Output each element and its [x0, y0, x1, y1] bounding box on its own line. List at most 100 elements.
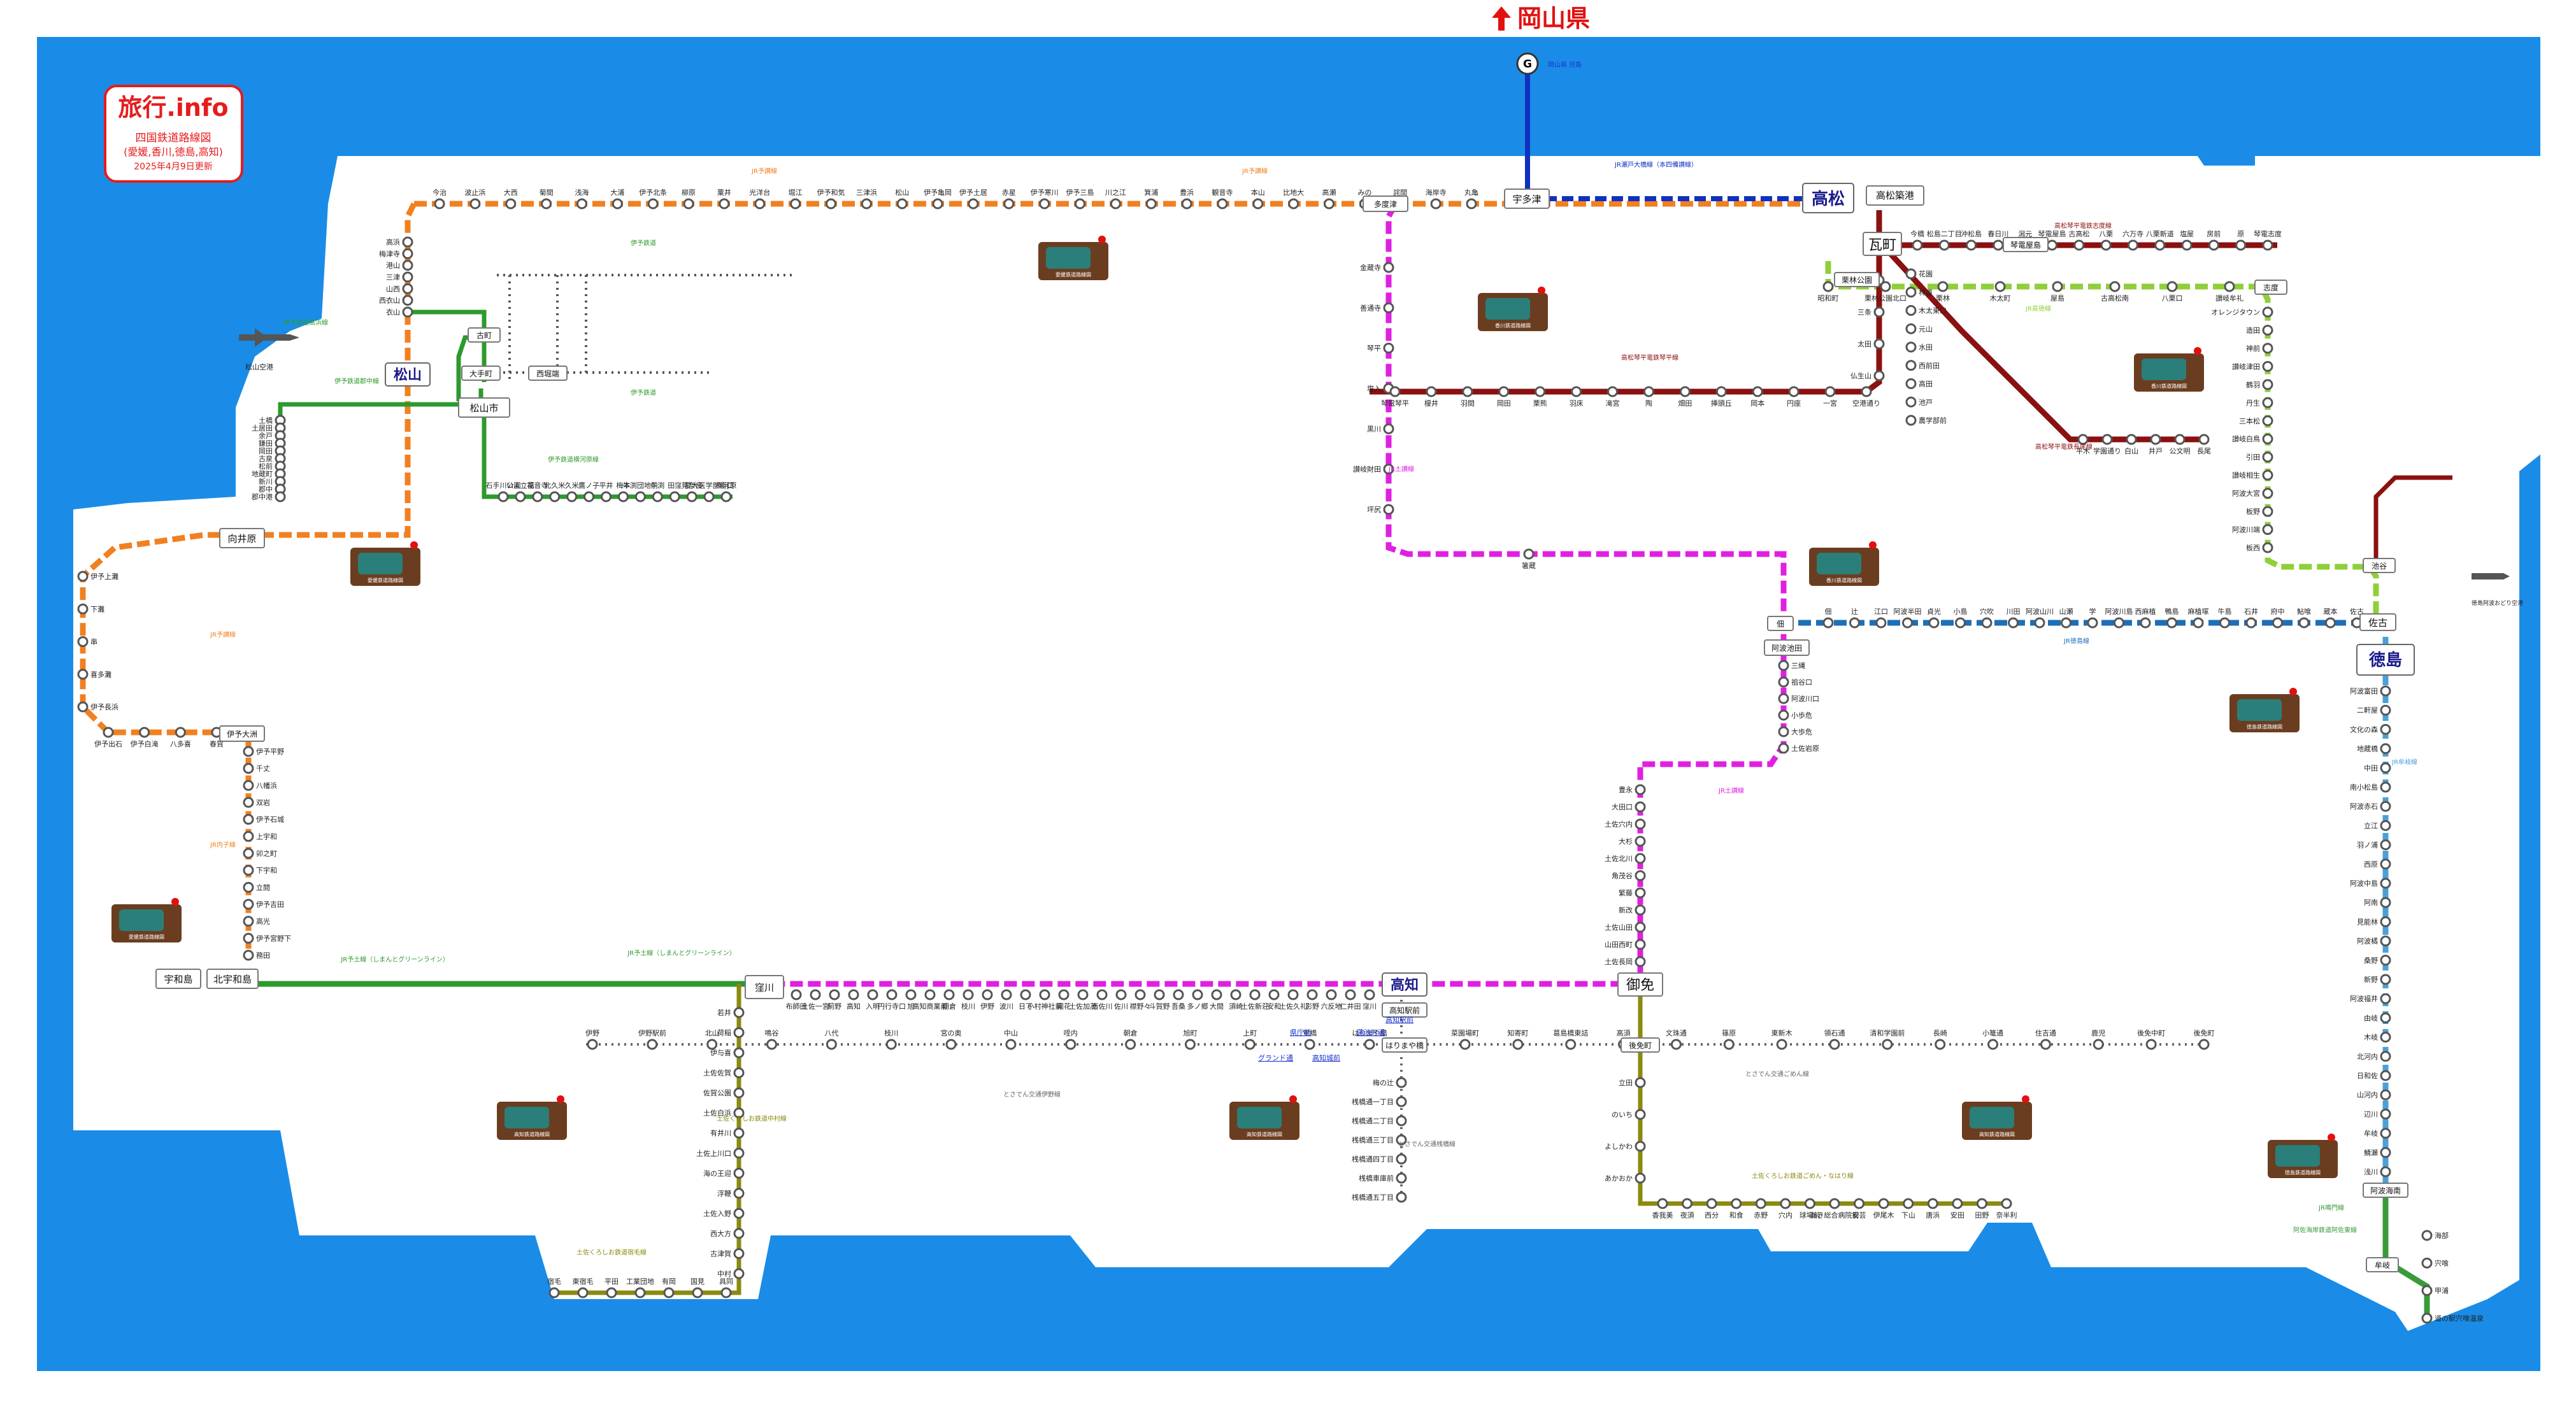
station-dot-tokushima_line_stations-18[interactable]	[1875, 617, 1887, 629]
station-dot-mugi_stations-1[interactable]	[2380, 704, 2391, 716]
station-dot-kotoden_shido_stations-10[interactable]	[2181, 239, 2193, 251]
station-dot-kotoden_nagao_stations-3[interactable]	[1905, 323, 1917, 334]
station-harimayabashi[interactable]: はりまや橋	[1382, 1037, 1428, 1053]
railway-map-badge[interactable]: 香川鉄道路線図	[1809, 541, 1879, 586]
station-dot-iyotetsu_yokogawara-1[interactable]	[515, 491, 526, 502]
station-dot-dosan_stations_d-4[interactable]	[1635, 853, 1646, 864]
station-dot-kotoden_kotohira_stations_b-7[interactable]	[1607, 386, 1619, 397]
station-dot-yosan_north_stations-15[interactable]	[968, 198, 979, 210]
station-dot-kotoden_nagao_stations-1[interactable]	[1905, 287, 1917, 298]
station-dot-kotoden_nagao_stations-2[interactable]	[1905, 305, 1917, 316]
station-dot-tosaden_ino-13[interactable]	[1364, 1039, 1375, 1050]
station-dot-yosan_north_stations-1[interactable]	[469, 198, 481, 210]
station-dot-kotoku_stations-5[interactable]	[2109, 281, 2121, 292]
station-dot-iyotetsu_yokogawara-7[interactable]	[617, 491, 629, 502]
station-dot-gomen_nahari_b-4[interactable]	[1755, 1198, 1766, 1209]
station-dot-gomen_nahari_b-12[interactable]	[1952, 1198, 1963, 1209]
station-dot-yosan_north_stations-3[interactable]	[541, 198, 552, 210]
station-dot-dosan_stations_e-24[interactable]	[1249, 989, 1261, 1000]
station-dot-kotoden_nagao_stations-8[interactable]	[1905, 415, 1917, 426]
station-uwajima[interactable]: 宇和島	[155, 969, 201, 989]
station-dot-tokushima_line_stations-1[interactable]	[2325, 617, 2336, 629]
station-dot-kotoku_stations-7[interactable]	[2224, 281, 2235, 292]
station-dot-dosan_stations_e-28[interactable]	[1326, 989, 1337, 1000]
station-dot-tosaden_ino-8[interactable]	[1065, 1039, 1077, 1050]
station-dot-yosan_north_stations-17[interactable]	[1039, 198, 1050, 210]
station-dot-kotoku_stations_b-4[interactable]	[2262, 379, 2273, 390]
station-dot-kotoden_shido_stations-0[interactable]	[1912, 239, 1923, 251]
railway-map-badge[interactable]: 高知鉄道路線図	[497, 1095, 567, 1140]
station-kochi-ekimae[interactable]: 高知駅前	[1382, 1002, 1428, 1018]
station-dot-gomen_nahari_b-1[interactable]	[1682, 1198, 1693, 1209]
station-dot-dosan_stations_d-2[interactable]	[1635, 818, 1646, 830]
station-nishihoribata[interactable]: 西堀端	[528, 366, 568, 381]
station-dot-yosan_north_stations-10[interactable]	[790, 198, 801, 210]
station-dot-kotoden_shido_stations-3[interactable]	[1993, 239, 2004, 251]
station-dot-tosaden_sanbashi-3[interactable]	[1396, 1134, 1407, 1146]
station-dot-tosaden_ino-1[interactable]	[647, 1039, 658, 1050]
station-dot-kotoden_shido_stations-6[interactable]	[2073, 239, 2085, 251]
station-ikenotani[interactable]: 池谷	[2363, 558, 2396, 573]
station-dot-yosan_north_stations-22[interactable]	[1217, 198, 1228, 210]
station-dot-dosan_stations_d-8[interactable]	[1635, 921, 1646, 933]
station-dot-asatou-1[interactable]	[2421, 1257, 2433, 1269]
station-dot-dosan_stations_c-1[interactable]	[1778, 676, 1789, 688]
station-dot-iyotetsu_yokogawara-13[interactable]	[720, 491, 732, 502]
station-dot-yosan_north_stations-9[interactable]	[754, 198, 766, 210]
station-dot-kotoku_stations_b-6[interactable]	[2262, 415, 2273, 427]
station-dot-tosa_kuroshio_nakamura-9[interactable]	[733, 1188, 745, 1199]
station-dot-kotoku_stations_b-8[interactable]	[2262, 452, 2273, 463]
station-dot-dosan_stations_c-2[interactable]	[1778, 693, 1789, 704]
station-dot-mugi_stations-15[interactable]	[2380, 974, 2391, 985]
station-dot-yosan_south_stations_c-4[interactable]	[243, 814, 254, 825]
station-utazu[interactable]: 宇多津	[1504, 188, 1550, 209]
station-dot-dosan_stations_e-29[interactable]	[1345, 989, 1356, 1000]
station-dot-kotoden_nagao_stations_b-3[interactable]	[2150, 434, 2161, 445]
station-dot-tosa_kuroshio_sukumo-3[interactable]	[634, 1287, 646, 1298]
station-dot-mugi_stations-10[interactable]	[2380, 878, 2391, 889]
station-dot-tosa_kuroshio_nakamura-11[interactable]	[733, 1228, 745, 1239]
station-dot-mugi_stations-6[interactable]	[2380, 800, 2391, 812]
station-mukaibara[interactable]: 向井原	[219, 528, 265, 548]
station-dot-tosaden_gomen-6[interactable]	[1776, 1039, 1787, 1050]
station-dot-dosan_stations_c-0[interactable]	[1778, 660, 1789, 671]
station-dot-kotoden_nagao_stations-6[interactable]	[1905, 378, 1917, 389]
station-dot-yosan_north_stations-28[interactable]	[1430, 198, 1442, 210]
station-dot-dosan_stations_c-5[interactable]	[1778, 743, 1789, 754]
station-dot-yosan_south_stations_c-11[interactable]	[243, 932, 254, 944]
station-dot-tosaden_ino-5[interactable]	[885, 1039, 897, 1050]
station-dot-yosan_north_stations-12[interactable]	[861, 198, 872, 210]
station-dot-kotoden_nagao_stations_b-1[interactable]	[2101, 434, 2113, 445]
station-dot-iyotetsu_gunchu-10[interactable]	[275, 491, 286, 502]
station-dot-tosa_kuroshio_nakamura-0[interactable]	[733, 1007, 745, 1018]
station-dot-gomen_nahari_b-10[interactable]	[1903, 1198, 1914, 1209]
station-dot-mugi_stations-19[interactable]	[2380, 1051, 2391, 1062]
station-dot-mugi_stations-8[interactable]	[2380, 839, 2391, 851]
station-dot-tokushima_line_stations-7[interactable]	[2166, 617, 2177, 629]
station-dot-yosan_south_stations_c-5[interactable]	[243, 830, 254, 842]
station-dot-tosa_kuroshio_nakamura-4[interactable]	[733, 1087, 745, 1099]
station-dot-kotoden_kotohira_stations-3[interactable]	[1873, 370, 1885, 381]
station-dot-dosan_stations-5[interactable]	[1383, 464, 1394, 475]
station-dot-iyotetsu_yokogawara-3[interactable]	[549, 491, 561, 502]
station-dot-iyotetsu_yokogawara-0[interactable]	[497, 491, 509, 502]
station-dot-dosan_stations_e-13[interactable]	[1039, 989, 1050, 1000]
station-kawaramachi[interactable]: 瓦町	[1863, 232, 1902, 256]
station-dot-tosaden_gomen-2[interactable]	[1565, 1039, 1577, 1050]
station-dot-yosan_south_stations-4[interactable]	[77, 701, 89, 713]
station-dot-dosan_stations_e-7[interactable]	[924, 989, 936, 1000]
station-dot-tosaden_ino-3[interactable]	[766, 1039, 778, 1050]
station-dot-dosan_stations_e-30[interactable]	[1364, 989, 1375, 1000]
station-iyoozu[interactable]: 伊予大洲	[219, 725, 265, 742]
station-dot-tosaden_sanbashi-1[interactable]	[1396, 1096, 1407, 1107]
station-dot-yosan_south_stations_c-9[interactable]	[243, 899, 254, 910]
station-kochi[interactable]: 高知	[1382, 972, 1428, 997]
station-dot-dosan_stations_e-1[interactable]	[810, 989, 821, 1000]
station-dot-iyotetsu_yokogawara-5[interactable]	[583, 491, 595, 502]
station-dot-kotoku_stations_b-0[interactable]	[2262, 306, 2273, 318]
station-dot-yosan_south_stations_c-8[interactable]	[243, 881, 254, 893]
station-dot-yosan_north_stations-23[interactable]	[1252, 198, 1264, 210]
link-kochi-ekimae[interactable]: 高知駅前	[1385, 1015, 1413, 1024]
station-dot-tosa_kuroshio_sukumo-0[interactable]	[720, 1287, 732, 1298]
station-dot-kotoden_kotohira_stations_b-11[interactable]	[1462, 386, 1473, 397]
